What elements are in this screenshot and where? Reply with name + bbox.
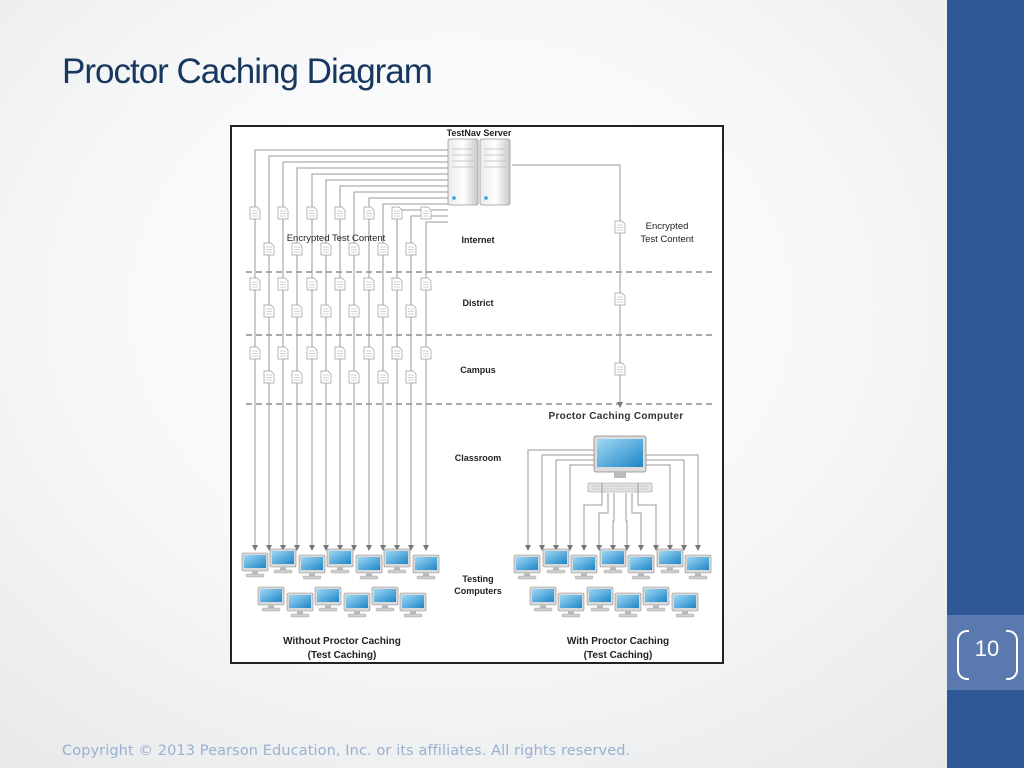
testing-computers-label-2: Computers [454, 586, 502, 596]
testing-computers-label-1: Testing [462, 574, 493, 584]
zone-label-district: District [462, 298, 493, 308]
encrypted-content-right-label-1: Encrypted [646, 221, 689, 232]
page-number: 10 [974, 636, 1000, 661]
left-caption-1: Without Proctor Caching [283, 636, 401, 647]
encrypted-content-right-label-2: Test Content [640, 234, 694, 245]
zone-label-classroom: Classroom [455, 453, 502, 463]
slide-title: Proctor Caching Diagram [62, 52, 433, 91]
proctor-computer-icon [587, 435, 653, 493]
testnav-server-icon [447, 138, 511, 206]
encrypted-content-left-label: Encrypted Test Content [287, 233, 386, 244]
right-caption-2: (Test Caching) [584, 650, 653, 661]
right-brace-icon [1006, 630, 1018, 680]
proctor-computer-label: Proctor Caching Computer [549, 411, 684, 422]
right-connection-line [512, 164, 623, 408]
server-label: TestNav Server [447, 128, 512, 138]
proctor-distribution-lines [525, 449, 701, 551]
zone-dividers [246, 271, 714, 405]
zone-label-campus: Campus [460, 365, 496, 375]
left-brace-icon [957, 630, 969, 680]
right-caption-1: With Proctor Caching [567, 636, 669, 647]
left-caption-2: (Test Caching) [308, 650, 377, 661]
zone-label-internet: Internet [461, 235, 494, 245]
copyright-footer: Copyright © 2013 Pearson Education, Inc.… [62, 743, 631, 759]
proctor-caching-diagram: TestNav Server Encrypted Test Content En… [230, 125, 724, 669]
